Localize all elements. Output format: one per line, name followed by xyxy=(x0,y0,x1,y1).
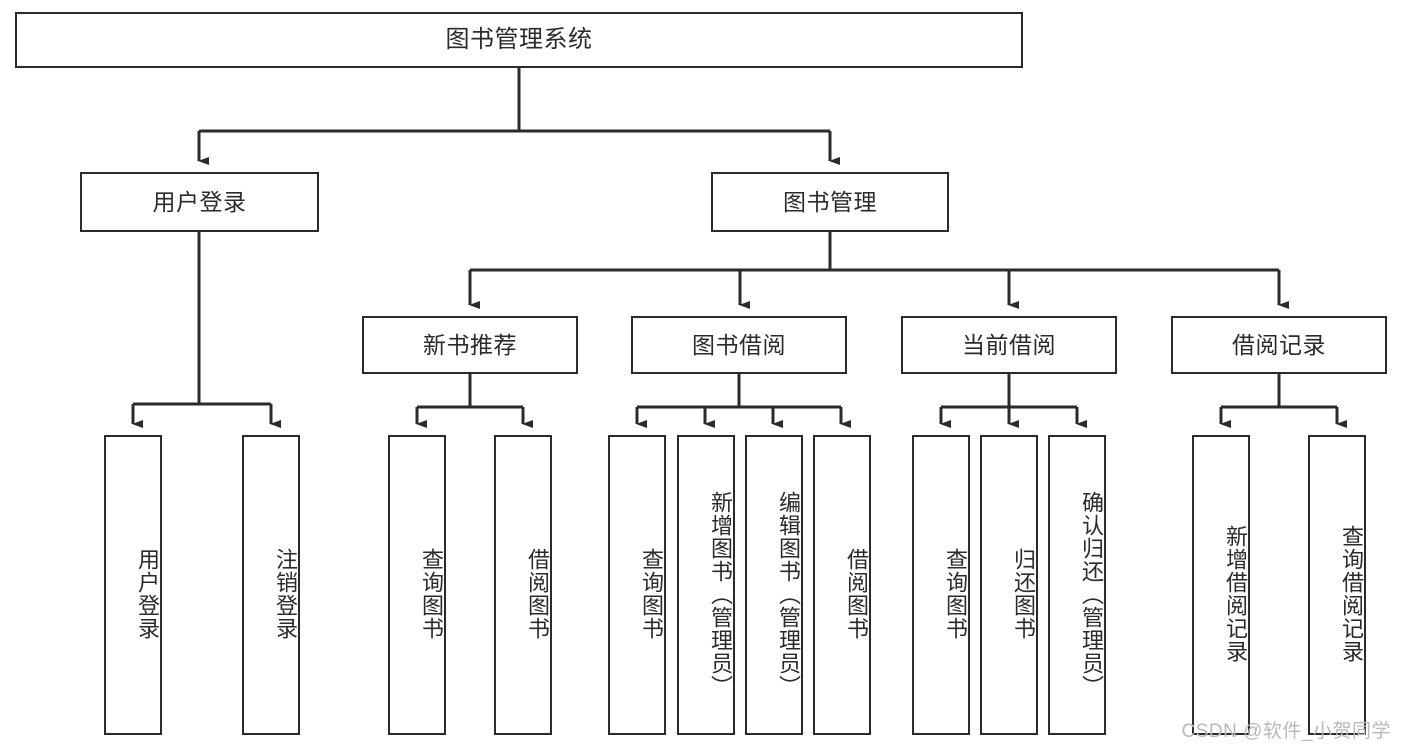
leaf-add-borrow-record[interactable]: 新增借阅记录 xyxy=(1192,435,1250,735)
leaf-borrow-book-2[interactable]: 借阅图书 xyxy=(813,435,871,735)
node-label: 新增借阅记录 xyxy=(1223,525,1248,663)
node-user-login[interactable]: 用户登录 xyxy=(80,172,319,232)
leaf-return-book[interactable]: 归还图书 xyxy=(980,435,1038,735)
node-label: 图书管理系统 xyxy=(445,26,593,53)
node-root-book-management-system[interactable]: 图书管理系统 xyxy=(15,12,1023,68)
node-label: 编辑图书（管理员） xyxy=(776,490,801,698)
node-label: 当前借阅 xyxy=(962,331,1056,358)
leaf-edit-book[interactable]: 编辑图书（管理员） xyxy=(745,435,803,735)
node-label: 用户登录 xyxy=(152,188,247,215)
node-label: 确认归还（管理员） xyxy=(1079,490,1104,698)
node-label: 借阅记录 xyxy=(1232,331,1326,358)
leaf-logout-login[interactable]: 注销登录 xyxy=(242,435,300,735)
leaf-confirm-return[interactable]: 确认归还（管理员） xyxy=(1048,435,1106,735)
node-label: 新书推荐 xyxy=(423,331,517,358)
watermark: CSDN @软件_小贺同学 xyxy=(1181,721,1391,742)
node-label: 借阅图书 xyxy=(525,548,550,640)
node-new-book-recommend[interactable]: 新书推荐 xyxy=(362,316,578,374)
node-current-borrow[interactable]: 当前借阅 xyxy=(901,316,1117,374)
node-label: 用户登录 xyxy=(135,548,160,640)
leaf-user-login[interactable]: 用户登录 xyxy=(104,435,162,735)
node-borrow-record[interactable]: 借阅记录 xyxy=(1171,316,1387,374)
leaf-add-book[interactable]: 新增图书（管理员） xyxy=(677,435,735,735)
node-label: 查询借阅记录 xyxy=(1339,525,1364,663)
leaf-borrow-book-1[interactable]: 借阅图书 xyxy=(494,435,552,735)
node-label: 查询图书 xyxy=(419,548,444,640)
node-label: 新增图书（管理员） xyxy=(708,490,733,698)
node-book-borrow[interactable]: 图书借阅 xyxy=(631,316,847,374)
node-label: 查询图书 xyxy=(943,548,968,640)
leaf-query-book-1[interactable]: 查询图书 xyxy=(388,435,446,735)
node-label: 归还图书 xyxy=(1011,548,1036,640)
node-label: 查询图书 xyxy=(639,548,664,640)
leaf-query-book-3[interactable]: 查询图书 xyxy=(912,435,970,735)
leaf-query-book-2[interactable]: 查询图书 xyxy=(608,435,666,735)
node-label: 图书管理 xyxy=(783,188,877,215)
node-book-management[interactable]: 图书管理 xyxy=(711,172,949,232)
node-label: 借阅图书 xyxy=(844,548,869,640)
node-label: 图书借阅 xyxy=(692,331,786,358)
leaf-query-borrow-record[interactable]: 查询借阅记录 xyxy=(1308,435,1366,735)
node-label: 注销登录 xyxy=(273,548,298,640)
